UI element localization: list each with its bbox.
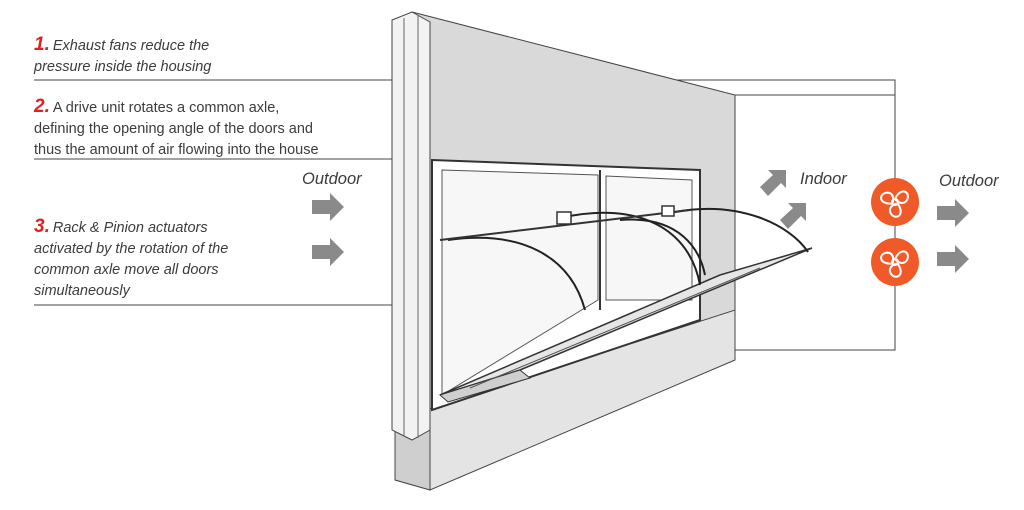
callout-1-number: 1. [34,34,50,55]
arrow-outdoor-left-2 [312,238,344,266]
callout-2-line-1: A drive unit rotates a common axle, [52,100,280,116]
rack-arcs [447,207,809,311]
flow-arrows [312,170,969,273]
callout-1-line-2: pressure inside the housing [34,59,212,75]
label-outdoor-left: Outdoor [302,170,362,188]
callout-1: 1.Exhaust fans reduce the pressure insid… [34,34,211,78]
label-indoor: Indoor [800,170,847,188]
exhaust-fan-top [871,178,919,226]
drive-unit [556,211,572,225]
arrow-outdoor-right-1 [937,199,969,227]
arrow-outdoor-right-2 [937,245,969,273]
callout-3-line-4: simultaneously [34,283,130,299]
callout-2-line-2: defining the opening angle of the doors … [34,121,313,137]
callout-3-line-2: activated by the rotation of the [34,241,229,257]
exhaust-fan-bottom [871,238,919,286]
arrow-indoor-1 [760,170,786,196]
callout-2-number: 2. [34,96,50,117]
callout-3-line-1: Rack & Pinion actuators [52,220,208,236]
callout-1-line-1: Exhaust fans reduce the [52,38,210,54]
callout-2: 2.A drive unit rotates a common axle, de… [34,96,319,161]
arrow-indoor-2 [780,203,806,229]
front-post [391,11,431,441]
callout-2-line-3: thus the amount of air flowing into the … [34,142,319,158]
callout-3-line-3: common axle move all doors [34,262,219,278]
label-outdoor-right: Outdoor [939,172,999,190]
arrow-outdoor-left-1 [312,193,344,221]
common-axle [439,209,691,241]
callout-3: 3.Rack & Pinion actuators activated by t… [34,216,228,302]
callout-3-number: 3. [34,216,50,237]
bracket-right [735,94,896,351]
